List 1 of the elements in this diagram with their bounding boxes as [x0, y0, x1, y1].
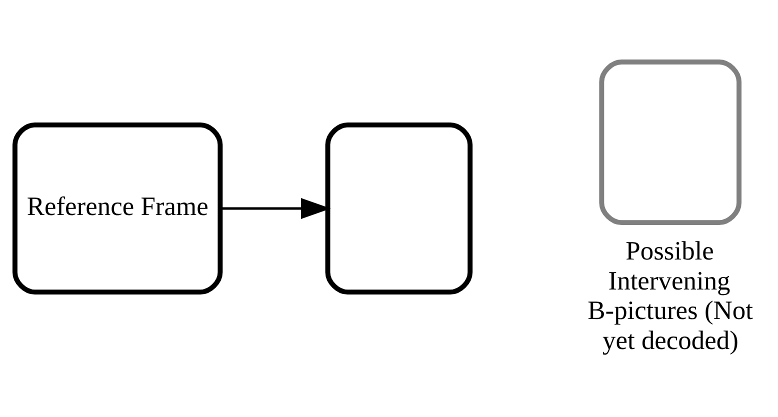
node-label: Possible Intervening B-pictures (Not yet decoded) — [588, 235, 754, 355]
